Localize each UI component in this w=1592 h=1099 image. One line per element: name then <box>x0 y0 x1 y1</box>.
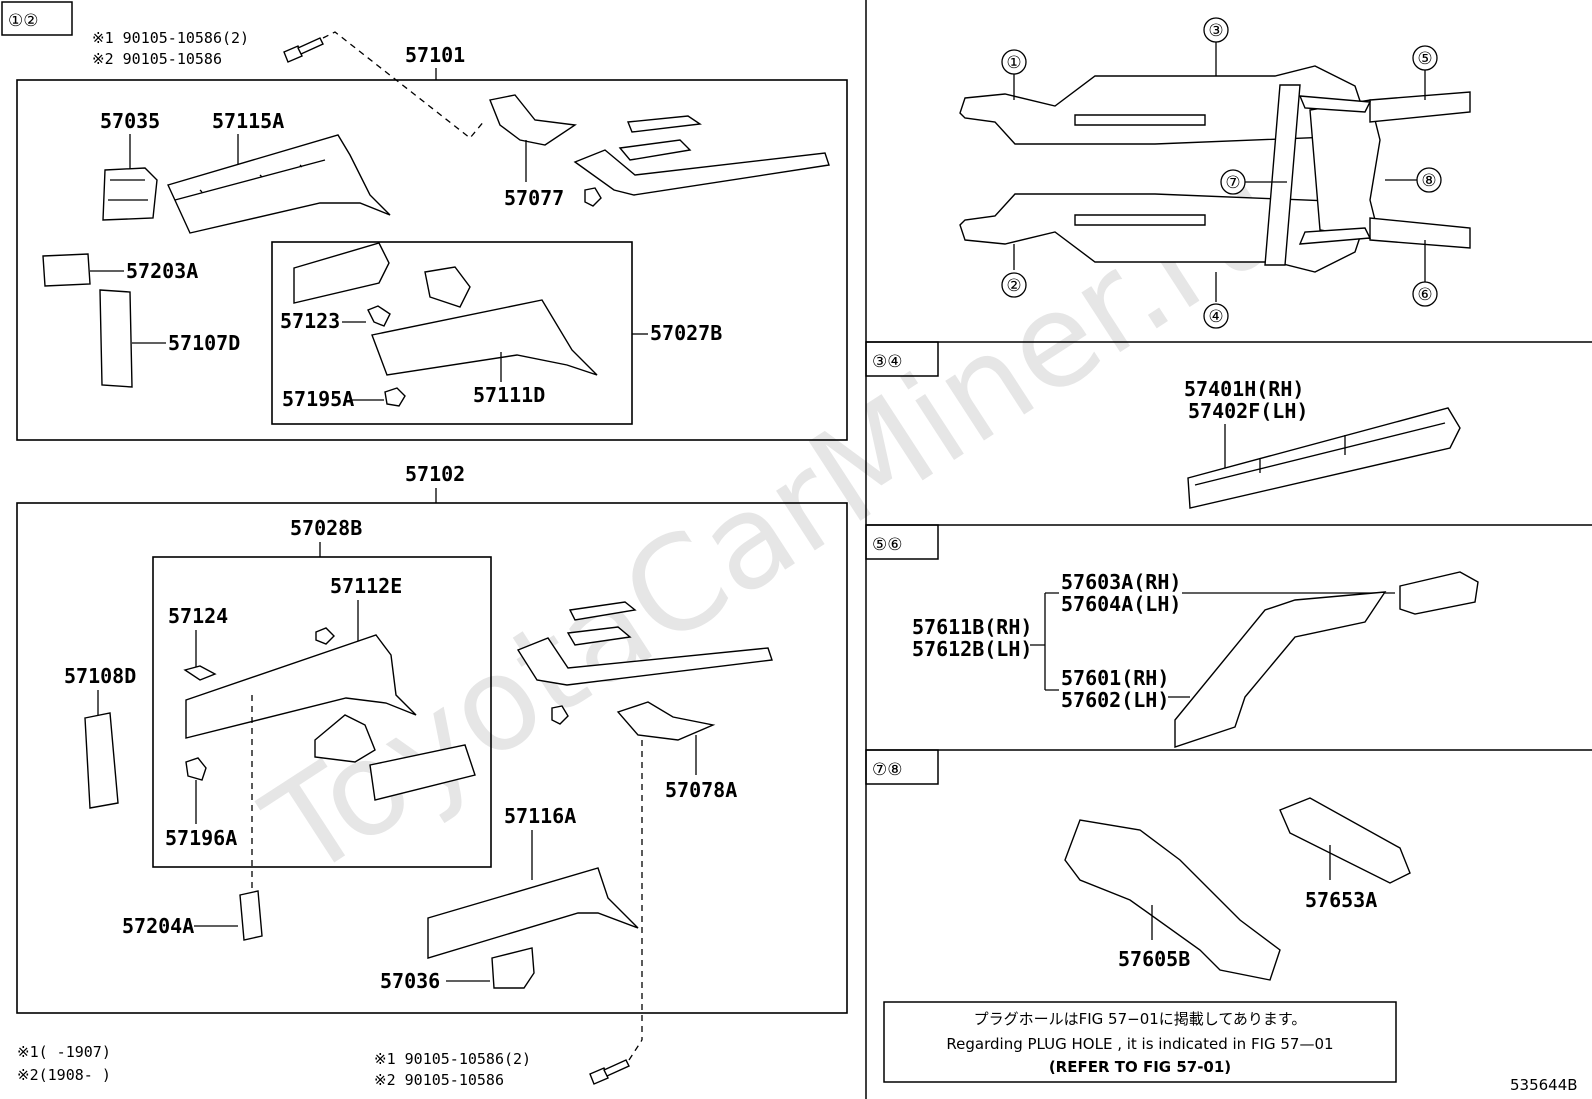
bolt-bottom-line1: ※1 90105-10586(2) <box>374 1050 531 1068</box>
part-side-rail-top <box>573 149 830 196</box>
bolt-bottom-icon <box>589 1059 630 1085</box>
callout-3: ③ <box>1208 21 1223 41</box>
sec78-tag-box <box>865 749 939 785</box>
label-57204A: 57204A <box>122 914 194 938</box>
footnote-2: ※2(1908- ) <box>17 1066 111 1084</box>
callout-8: ⑧ <box>1421 171 1436 191</box>
part-57035 <box>102 167 158 221</box>
group-box-57101 <box>16 79 848 441</box>
group-box-57027B <box>271 241 633 425</box>
callout-2: ② <box>1006 276 1021 296</box>
part-clip-bottom <box>551 705 569 725</box>
bolt-top-line1: ※1 90105-10586(2) <box>92 29 249 47</box>
sec34-tag: ③④ <box>872 352 902 372</box>
label-57123: 57123 <box>280 309 340 333</box>
label-57602: 57602(LH) <box>1061 688 1169 712</box>
label-57653A: 57653A <box>1305 888 1377 912</box>
sec78-tag: ⑦⑧ <box>872 760 902 780</box>
frame-overview <box>959 65 1471 273</box>
part-side-rail-bottom <box>516 637 773 686</box>
label-57603A: 57603A(RH) <box>1061 570 1181 594</box>
label-57078A: 57078A <box>665 778 737 802</box>
part-57112E <box>185 634 417 739</box>
callout-5: ⑤ <box>1417 49 1432 69</box>
label-57195A: 57195A <box>282 387 354 411</box>
part-rail-bracket-top-b <box>568 601 637 621</box>
part-inner-bracket <box>424 266 471 308</box>
callout-7: ⑦ <box>1225 173 1240 193</box>
part-57116A <box>427 867 639 959</box>
notice-ref: (REFER TO FIG 57-01) <box>1049 1058 1231 1076</box>
label-57612B: 57612B(LH) <box>912 637 1032 661</box>
label-57077: 57077 <box>504 186 564 210</box>
part-57112E-tab <box>315 627 335 645</box>
label-57108D: 57108D <box>64 664 136 688</box>
figure-id: 535644B <box>1510 1076 1578 1094</box>
group-box-57028B <box>152 556 492 868</box>
part-inner-rail <box>293 242 390 304</box>
part-rail-bracket-mid-b <box>566 626 632 646</box>
label-57035: 57035 <box>100 109 160 133</box>
group-label-57102: 57102 <box>405 462 465 486</box>
part-57203A <box>42 253 91 287</box>
part-57124 <box>183 665 217 681</box>
bolt-top-line2: ※2 90105-10586 <box>92 50 222 68</box>
sec56-tag-box <box>865 524 939 560</box>
label-57605B: 57605B <box>1118 947 1190 971</box>
part-57601 <box>1174 591 1387 748</box>
part-57605B <box>1064 819 1281 981</box>
label-57402F: 57402F(LH) <box>1188 399 1308 423</box>
label-57611B: 57611B(RH) <box>912 615 1032 639</box>
part-57603A <box>1399 571 1479 615</box>
bolt-bottom-line2: ※2 90105-10586 <box>374 1071 504 1089</box>
part-57107D <box>99 289 133 388</box>
label-57107D: 57107D <box>168 331 240 355</box>
bolt-top-dashline <box>322 31 486 139</box>
label-57203A: 57203A <box>126 259 198 283</box>
part-57108D <box>84 712 119 809</box>
label-57027B: 57027B <box>650 321 722 345</box>
label-57196A: 57196A <box>165 826 237 850</box>
part-57036 <box>491 947 535 989</box>
notice-box <box>883 1001 1397 1083</box>
label-57116A: 57116A <box>504 804 576 828</box>
label-57036: 57036 <box>380 969 440 993</box>
footnote-1: ※1( -1907) <box>17 1043 111 1061</box>
label-57111D: 57111D <box>473 383 545 407</box>
part-57111D <box>371 299 598 376</box>
part-rail-bracket-mid <box>618 139 692 161</box>
part-bracket-mid <box>314 714 376 763</box>
part-57196A <box>185 757 207 781</box>
notice-en: Regarding PLUG HOLE , it is indicated in… <box>946 1035 1333 1053</box>
callout-6: ⑥ <box>1417 285 1432 305</box>
part-57204A <box>239 890 263 941</box>
callout-1: ① <box>1006 53 1021 73</box>
label-57124: 57124 <box>168 604 228 628</box>
bolt-top-icon <box>283 37 324 63</box>
part-57653A <box>1279 797 1411 884</box>
part-57115A <box>167 134 391 234</box>
sec56-tag: ⑤⑥ <box>872 535 902 555</box>
part-rail-bracket-top <box>627 115 702 133</box>
label-57401H: 57401H(RH) <box>1184 377 1304 401</box>
group-label-57101: 57101 <box>405 43 465 67</box>
header-tag: ①② <box>8 11 38 31</box>
part-57077 <box>489 94 577 146</box>
notice-jp: プラグホールはFIG 57−01に掲載してあります。 <box>974 1010 1307 1028</box>
label-57601: 57601(RH) <box>1061 666 1169 690</box>
part-57078A <box>616 701 716 741</box>
label-57115A: 57115A <box>212 109 284 133</box>
part-57195A <box>384 387 406 407</box>
label-57604A: 57604A(LH) <box>1061 592 1181 616</box>
part-57123 <box>367 305 391 327</box>
label-57028B: 57028B <box>290 516 362 540</box>
part-clip-top <box>584 187 602 207</box>
part-57401H <box>1187 407 1461 509</box>
sec34-tag-box <box>865 341 939 377</box>
callout-4: ④ <box>1208 307 1223 327</box>
label-57112E: 57112E <box>330 574 402 598</box>
part-crossmember-small <box>369 744 476 801</box>
group-box-57102 <box>16 502 848 1014</box>
header-tag-box <box>1 1 73 36</box>
